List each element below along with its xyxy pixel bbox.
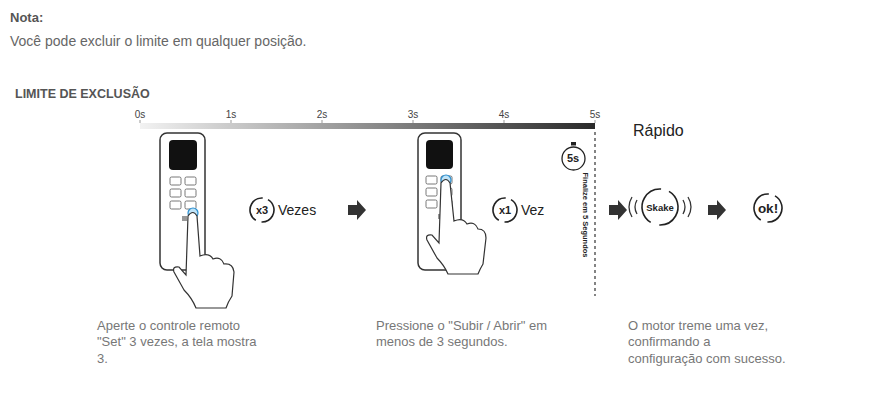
- time-label: 2s: [317, 109, 328, 122]
- icon-text: ok!: [758, 201, 778, 216]
- icon-text: Skake: [646, 202, 673, 213]
- ok-icon: ok!: [753, 193, 783, 223]
- icon-caption: Vezes: [278, 202, 316, 218]
- count-icon: x1Vez: [492, 197, 518, 223]
- icon-text: 5s: [567, 152, 579, 164]
- time-limit-note: Finalize em 5 Segundos: [580, 172, 589, 257]
- icon-ring: [562, 147, 585, 170]
- time-label: 5s: [590, 109, 601, 122]
- timeline-bar: [140, 123, 595, 129]
- icon-ring: [749, 189, 787, 227]
- count-icon: x3Vezes: [249, 197, 275, 223]
- icon-ring: [635, 182, 684, 231]
- icon-text: x1: [499, 204, 511, 216]
- time-label: 1s: [226, 109, 237, 122]
- deadline-line: [594, 132, 595, 296]
- note-text: Você pode excluir o limite em qualquer p…: [10, 33, 710, 51]
- hand: [174, 213, 234, 309]
- stopwatch-knob: [571, 142, 576, 146]
- time-label: 3s: [408, 109, 419, 122]
- section-title: LIMITE DE EXCLUSÃO: [15, 87, 415, 103]
- hand: [427, 180, 486, 275]
- time-label: 4s: [499, 109, 510, 122]
- speed-label: Rápido: [633, 121, 684, 141]
- step-caption: Aperte o controle remoto "Set" 3 vezes, …: [97, 318, 269, 367]
- icon-ring: [246, 194, 279, 227]
- note-heading: Nota:: [10, 10, 710, 26]
- shake-icon: Skake: [641, 188, 679, 226]
- stopwatch-icon: 5s: [561, 146, 586, 171]
- icon-text: x3: [256, 204, 268, 216]
- step-caption: O motor treme uma vez, confirmando a con…: [628, 318, 788, 367]
- timeline-ticks: [140, 120, 595, 123]
- step-caption: Pressione o "Subir / Abrir" em menos de …: [376, 318, 551, 351]
- time-label: 0s: [135, 109, 146, 122]
- icon-caption: Vez: [521, 202, 544, 218]
- icon-ring: [489, 194, 522, 227]
